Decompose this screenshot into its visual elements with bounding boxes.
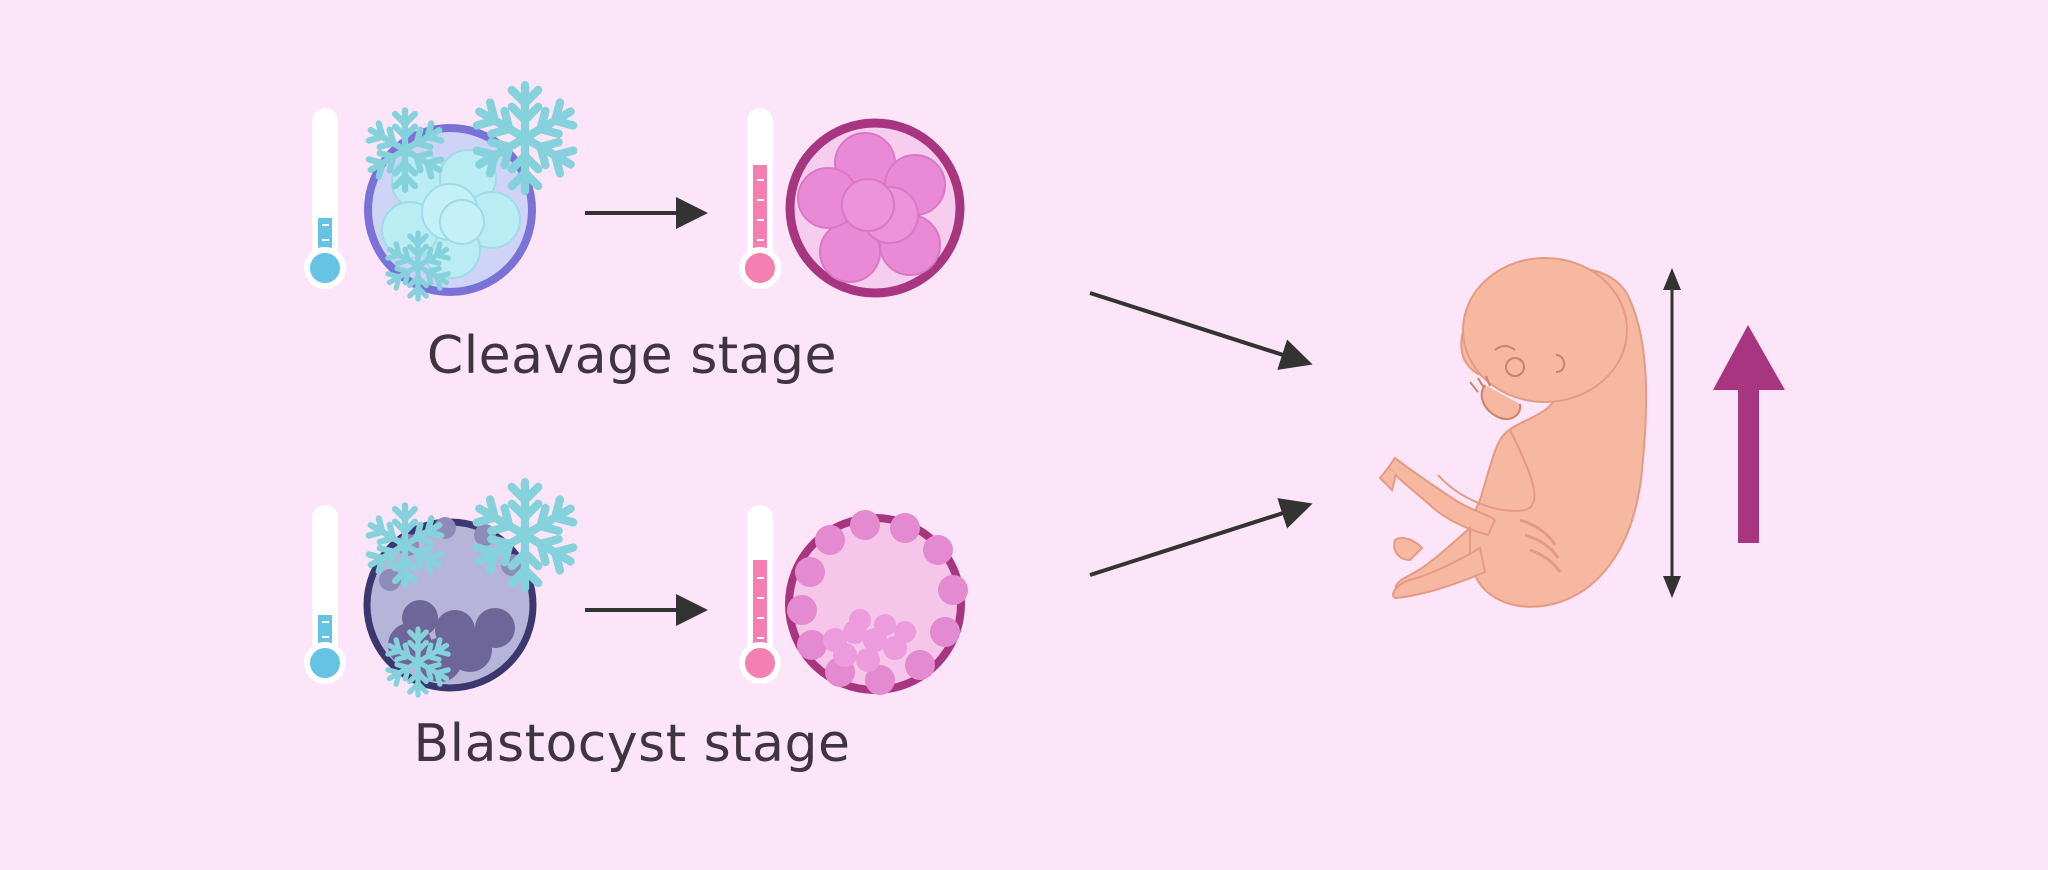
thermometer-warm-icon xyxy=(739,505,781,684)
outcome-arrow-cleavage xyxy=(1089,291,1313,370)
blastocyst-stage-label: Blastocyst stage xyxy=(413,714,851,774)
thawed-blastocyst-embryo xyxy=(785,510,968,695)
up-arrow-icon xyxy=(1713,325,1785,543)
fetus-illustration xyxy=(1378,257,1648,608)
thermometer-cold-icon xyxy=(304,505,346,684)
thermometer-cold-icon xyxy=(304,108,346,289)
cleavage-stage-label: Cleavage stage xyxy=(426,326,838,386)
thermometer-warm-icon xyxy=(739,108,781,289)
outcome-arrow-blastocyst xyxy=(1089,498,1313,577)
thawed-cleavage-embryo xyxy=(785,118,965,298)
length-double-arrow xyxy=(1663,268,1681,598)
